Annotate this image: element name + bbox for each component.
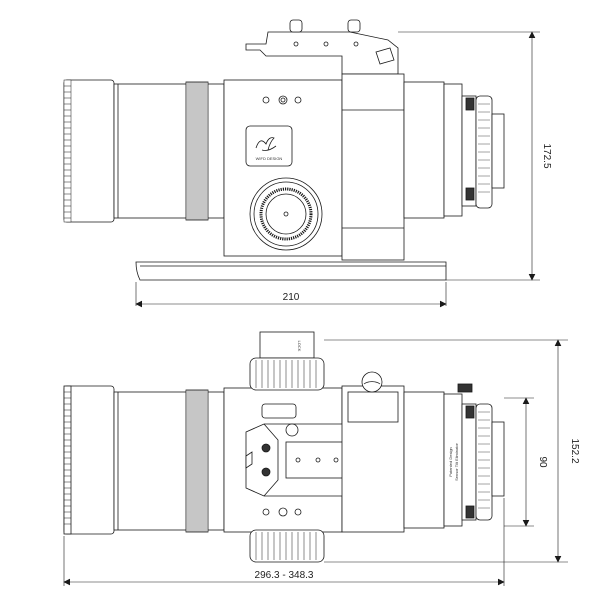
focus-knob-bottom[interactable] [249,529,325,563]
bottom-view: LOCK [63,331,505,563]
tilt-knob[interactable] [457,383,473,393]
tube-clamp [341,73,405,261]
dew-shield-bottom [63,385,115,535]
saddle-screw-top [261,443,271,453]
tilt-label-2: Sensor Tilt Eliminator [454,442,459,480]
fine-focus-knob[interactable] [259,331,315,359]
top-dimensions [135,31,540,308]
focus-knob-top[interactable] [249,357,325,391]
logo-mark [255,137,277,151]
camera-adapter-bottom [491,421,505,497]
saddle-screw-bottom [261,467,271,477]
rotator-ring-bottom [475,403,493,521]
top-view: WIFD DESIGN [63,19,505,281]
top-height-label: 172.5 [541,143,552,168]
rear-tube-bottom [403,391,445,529]
focus-ring-knurl [187,82,207,220]
clamp-knob[interactable] [361,371,383,393]
camera-adapter [491,113,505,189]
top-handle [245,31,399,75]
inner-dim-label: 90 [537,456,548,468]
logo-text: WIFD DESIGN [256,156,283,161]
focus-ring [185,81,209,221]
length-label: 296.3 - 348.3 [255,570,314,581]
rear-tube [403,81,445,219]
tilt-label-1: Patented Design [448,447,453,477]
lock-lever[interactable] [261,403,297,419]
knob-text: LOCK [297,341,302,352]
focus-ring-bottom [185,389,209,533]
dew-shield-knurl [63,79,72,223]
bottom-height-label: 152.2 [569,438,580,463]
top-width-label: 210 [283,292,300,303]
dovetail-base [135,261,447,281]
dew-shield [63,79,115,223]
bottom-dimensions [63,339,568,586]
